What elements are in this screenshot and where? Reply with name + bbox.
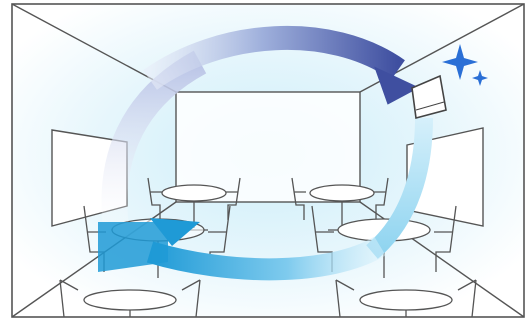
air-circulation-illustration: [0, 0, 532, 322]
room-scene: [0, 0, 532, 322]
